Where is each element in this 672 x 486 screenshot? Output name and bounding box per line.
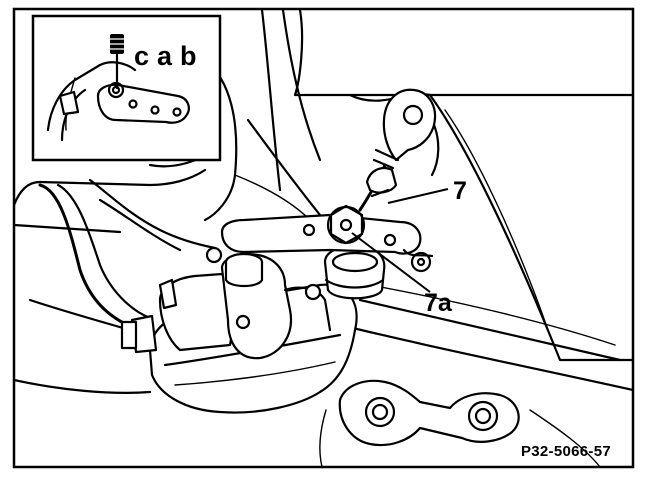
figure-code: P32-5066-57	[521, 443, 611, 460]
mounting-flange	[319, 379, 601, 468]
figure-frame	[12, 7, 635, 469]
callout-7a-leader	[351, 232, 431, 293]
inset-label-b: b	[180, 41, 197, 71]
callout-7-leader	[387, 188, 449, 204]
inset-label-c: c	[134, 41, 149, 71]
inset-label-a: a	[157, 41, 173, 71]
inset-detail	[31, 14, 222, 162]
linkage-assembly	[205, 88, 440, 301]
callout-7: 7	[453, 177, 467, 205]
callout-7a: 7a	[424, 289, 453, 317]
